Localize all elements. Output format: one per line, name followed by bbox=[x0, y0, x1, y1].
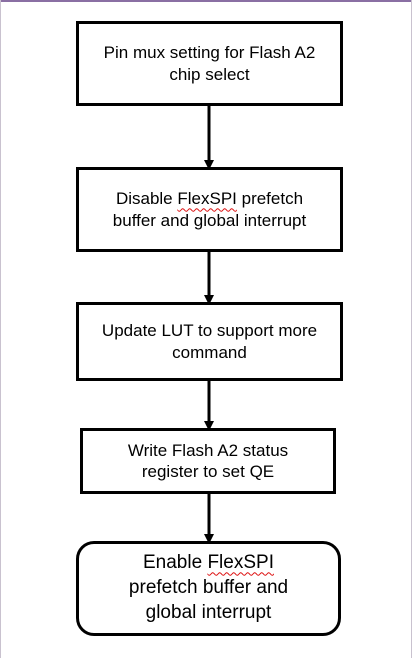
step-update-lut[interactable]: Update LUT to support more command bbox=[76, 302, 343, 381]
window-top-border bbox=[0, 0, 412, 2]
step-label-line: command bbox=[172, 342, 247, 362]
step-label-line: Write Flash A2 status bbox=[127, 440, 289, 460]
step-pin-mux-setting[interactable]: Pin mux setting for Flash A2 chip select bbox=[76, 21, 343, 106]
step-enable-prefetch[interactable]: Enable FlexSPI prefetch buffer and globa… bbox=[76, 541, 341, 636]
step-label-text: Disable bbox=[115, 189, 178, 209]
step-label-line: chip select bbox=[169, 64, 250, 84]
step-label: Pin mux setting for Flash A2 chip select bbox=[96, 42, 324, 85]
step-label-line: buffer and global interrupt bbox=[112, 210, 307, 230]
step-label: Disable FlexSPI prefetch buffer and glob… bbox=[105, 188, 314, 231]
step-label: Update LUT to support more command bbox=[94, 320, 325, 363]
step-label-line: Pin mux setting for Flash A2 bbox=[103, 43, 316, 63]
step-label: Enable FlexSPI prefetch buffer and globa… bbox=[121, 551, 296, 625]
step-label: Write Flash A2 status register to set QE bbox=[120, 440, 296, 483]
step-write-status-register[interactable]: Write Flash A2 status register to set QE bbox=[80, 428, 336, 494]
step-label-text: prefetch bbox=[236, 189, 304, 209]
step-disable-prefetch[interactable]: Disable FlexSPI prefetch buffer and glob… bbox=[76, 167, 343, 252]
step-label-line: register to set QE bbox=[141, 462, 275, 481]
step-label-line: global interrupt bbox=[145, 601, 272, 623]
step-label-line: prefetch buffer and bbox=[128, 577, 289, 599]
window-left-border bbox=[0, 0, 1, 658]
step-label-line: Update LUT to support more bbox=[101, 321, 318, 341]
spellcheck-flagged-word: FlexSPI bbox=[177, 189, 237, 209]
step-label-text: Enable bbox=[143, 552, 208, 574]
spellcheck-flagged-word: FlexSPI bbox=[207, 552, 274, 574]
